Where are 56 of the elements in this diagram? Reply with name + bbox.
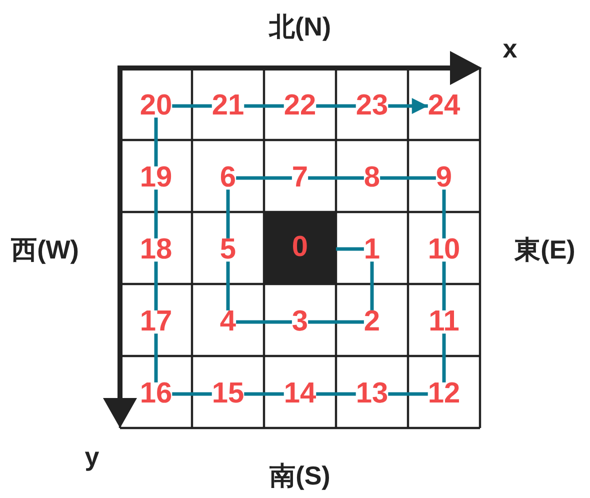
cell-number: 1 (364, 238, 380, 262)
connector-line (442, 190, 446, 238)
cell-number: 3 (292, 310, 308, 334)
connector-line (172, 392, 212, 396)
connector-line (244, 392, 284, 396)
cell-number: 14 (284, 382, 316, 406)
cell-number: 7 (292, 166, 308, 190)
cell-number: 18 (140, 238, 172, 262)
cell-number: 6 (220, 166, 236, 190)
cell-number: 19 (140, 166, 172, 190)
cell-number: 21 (212, 94, 244, 118)
cell-number: 23 (356, 94, 388, 118)
connector-line (154, 118, 158, 166)
connector-line (316, 392, 356, 396)
cell-number: 10 (428, 238, 460, 262)
connector-line (316, 104, 356, 108)
direction-label: 北(N) (268, 12, 332, 42)
cell-number: 16 (140, 382, 172, 406)
connector-line (370, 262, 374, 310)
direction-label: 西(W) (11, 236, 79, 264)
cell-number: 15 (212, 382, 244, 406)
cell-number: 24 (428, 94, 460, 118)
connector-line (154, 262, 158, 310)
connector-line (308, 176, 364, 180)
filled-square (264, 212, 336, 284)
cell-number: 4 (220, 310, 236, 334)
connector-line (442, 334, 446, 382)
connector-line (442, 262, 446, 310)
arrow (388, 98, 428, 114)
connector-line (244, 104, 284, 108)
connector-line (236, 176, 292, 180)
connector-line (388, 392, 428, 396)
cell-number: 0 (292, 236, 308, 260)
cell-number: 8 (364, 166, 380, 190)
cell-number: 11 (428, 310, 460, 334)
connector-line (154, 334, 158, 382)
connector-line (308, 320, 364, 324)
connector-line (380, 176, 436, 180)
connector-line (226, 262, 230, 310)
axis-label: y (84, 442, 100, 472)
cell-number: 17 (140, 310, 172, 334)
cell-number: 12 (428, 382, 460, 406)
connector-line (226, 190, 230, 238)
axis-label: x (502, 34, 518, 64)
connector-line (172, 104, 212, 108)
connector-line (336, 247, 364, 251)
direction-label: 東(E) (514, 236, 576, 264)
connector-line (236, 320, 292, 324)
cell-number: 5 (220, 238, 236, 262)
cell-number: 13 (356, 382, 388, 406)
direction-label: 南(S) (270, 462, 330, 490)
cell-number: 9 (436, 166, 452, 190)
cell-number: 2 (364, 310, 380, 334)
connector-line (154, 190, 158, 238)
cell-number: 22 (284, 94, 316, 118)
cell-number: 20 (140, 94, 172, 118)
